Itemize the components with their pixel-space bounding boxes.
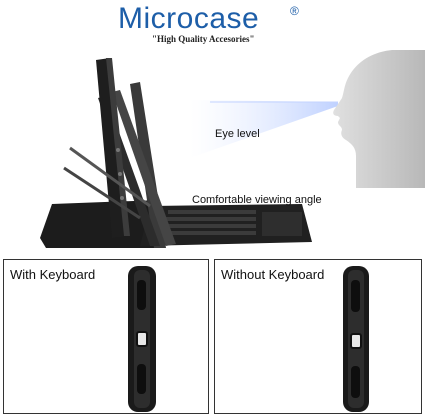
tablet-edge	[106, 58, 130, 236]
sightline-beam	[190, 100, 338, 158]
hinge-dot	[116, 148, 120, 152]
registered-mark: ®	[290, 4, 299, 18]
with-keyboard-label: With Keyboard	[10, 267, 96, 282]
face-silhouette	[333, 50, 425, 188]
viewing-angle-label: Comfortable viewing angle	[192, 194, 322, 206]
keyboard-keys	[162, 210, 256, 235]
hero-illustration: Eye level Comfortable viewing angle	[0, 48, 425, 256]
hinge-dot	[120, 196, 124, 200]
stand-arm-mid	[112, 90, 176, 246]
eye-level-label: Eye level	[215, 128, 260, 140]
brand-tagline: "High Quality Accesories"	[152, 34, 255, 44]
without-keyboard-label: Without Keyboard	[221, 267, 325, 282]
product-illustration	[40, 50, 425, 248]
with-keyboard-panel: With Keyboard	[3, 259, 209, 414]
support-rod-2	[63, 166, 141, 220]
touchpad	[262, 212, 302, 236]
brand-header: Microcase ® "High Quality Accesories"	[0, 0, 425, 48]
hinge-dot	[118, 172, 122, 176]
case-side-view-with-keyboard	[128, 266, 156, 412]
support-rod-1	[69, 146, 151, 208]
case-side-view-without-keyboard	[343, 266, 369, 412]
without-keyboard-panel: Without Keyboard	[214, 259, 422, 414]
brand-name: Microcase	[118, 2, 260, 35]
